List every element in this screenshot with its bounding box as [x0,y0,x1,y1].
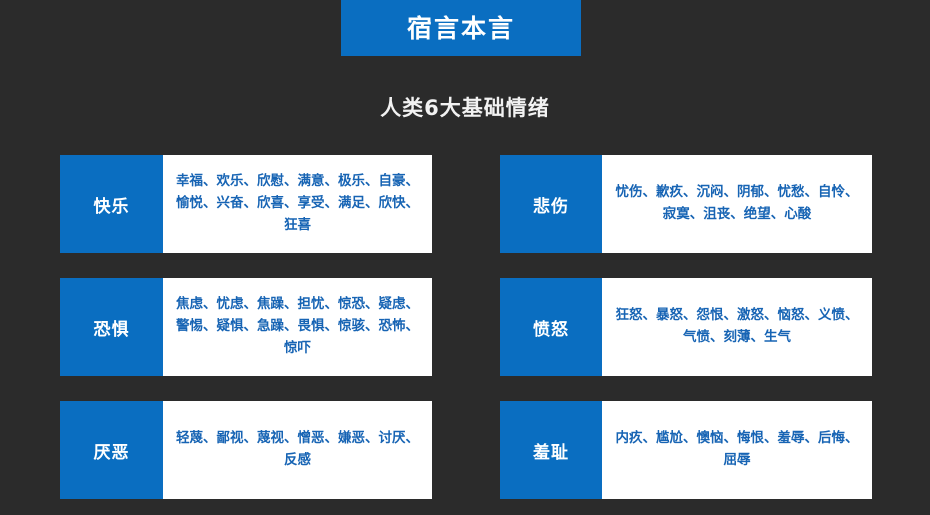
page-title: 宿言本言 [406,13,515,43]
emotion-card-disgust: 厌恶 轻蔑、鄙视、蔑视、憎恶、嫌恶、讨厌、反感 [60,401,432,499]
emotion-card-shame: 羞耻 内疚、尴尬、懊恼、悔恨、羞辱、后悔、屈辱 [500,401,872,499]
emotion-label-disgust: 厌恶 [60,401,163,499]
emotion-card-grid: 快乐 幸福、欢乐、欣慰、满意、极乐、自豪、愉悦、兴奋、欣喜、享受、满足、欣快、狂… [60,155,872,499]
emotion-card-fear: 恐惧 焦虑、忧虑、焦躁、担忧、惊恐、疑虑、警惕、疑惧、急躁、畏惧、惊骇、恐怖、惊… [60,278,432,376]
emotion-label-shame: 羞耻 [500,401,602,499]
emotion-terms-shame: 内疚、尴尬、懊恼、悔恨、羞辱、后悔、屈辱 [602,401,872,499]
emotion-terms-sad: 忧伤、歉疚、沉闷、阴郁、忧愁、自怜、寂寞、沮丧、绝望、心酸 [602,155,872,253]
emotion-terms-anger: 狂怒、暴怒、怨恨、激怒、恼怒、义愤、气愤、刻薄、生气 [602,278,872,376]
emotion-label-fear: 恐惧 [60,278,163,376]
emotion-card-sad: 悲伤 忧伤、歉疚、沉闷、阴郁、忧愁、自怜、寂寞、沮丧、绝望、心酸 [500,155,872,253]
emotion-terms-disgust: 轻蔑、鄙视、蔑视、憎恶、嫌恶、讨厌、反感 [163,401,432,499]
emotion-terms-fear: 焦虑、忧虑、焦躁、担忧、惊恐、疑虑、警惕、疑惧、急躁、畏惧、惊骇、恐怖、惊吓 [163,278,432,376]
emotion-card-anger: 愤怒 狂怒、暴怒、怨恨、激怒、恼怒、义愤、气愤、刻薄、生气 [500,278,872,376]
emotion-label-happy: 快乐 [60,155,163,253]
emotion-card-happy: 快乐 幸福、欢乐、欣慰、满意、极乐、自豪、愉悦、兴奋、欣喜、享受、满足、欣快、狂… [60,155,432,253]
title-banner: 宿言本言 [341,0,581,56]
emotion-label-sad: 悲伤 [500,155,602,253]
emotion-terms-happy: 幸福、欢乐、欣慰、满意、极乐、自豪、愉悦、兴奋、欣喜、享受、满足、欣快、狂喜 [163,155,432,253]
emotion-label-anger: 愤怒 [500,278,602,376]
subtitle-heading: 人类6大基础情绪 [380,96,550,120]
